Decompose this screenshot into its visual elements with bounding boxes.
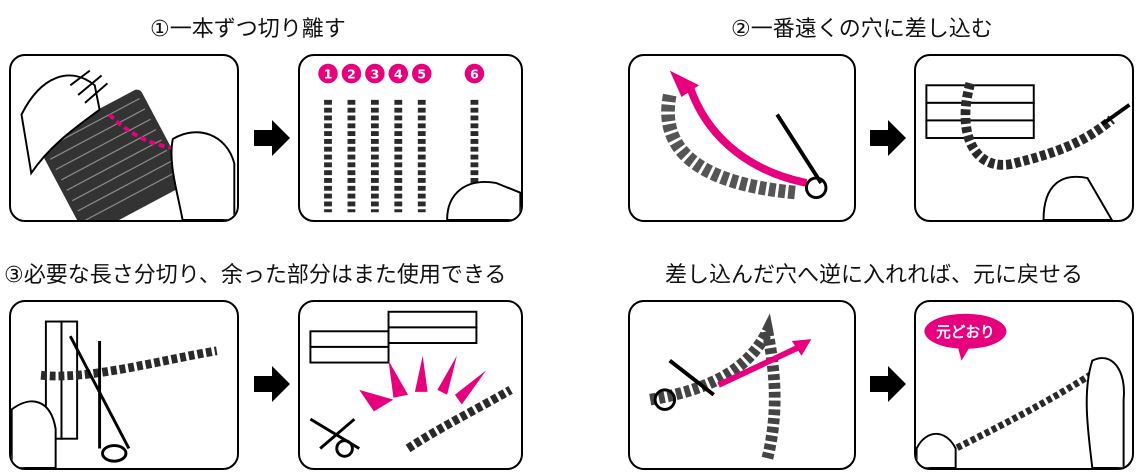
number-badge xyxy=(464,63,485,84)
step-3-panel-a xyxy=(9,300,239,470)
reverse-insert-illustration xyxy=(649,313,812,460)
bubble-text: 元どおり xyxy=(936,324,995,341)
step-4-caption: 差し込んだ穴へ逆に入れれば、元に戻せる xyxy=(665,263,1084,288)
step-1-caption: ①一本ずつ切り離す xyxy=(150,17,346,42)
cutting-chain-illustration xyxy=(20,69,236,220)
arrow-right-icon xyxy=(870,120,906,156)
insert-chain-illustration xyxy=(661,70,828,200)
arrow-right-icon xyxy=(870,366,906,402)
strands-group xyxy=(324,99,479,213)
arrow-right-icon xyxy=(254,120,290,156)
step-2-panel-b xyxy=(914,54,1134,222)
wrapped-bundle-illustration xyxy=(925,81,1131,220)
step-4-panel-b: 元どおり xyxy=(914,300,1134,470)
number-label: 5 xyxy=(417,66,426,81)
step-3-panel-b xyxy=(298,300,523,470)
number-badge xyxy=(388,63,409,84)
number-badge xyxy=(411,63,432,84)
number-badge xyxy=(341,63,362,84)
restored-strand-illustration: 元どおり xyxy=(916,313,1125,468)
number-label: 4 xyxy=(394,66,403,81)
step-1-panel-a xyxy=(9,54,239,222)
number-label: 3 xyxy=(370,66,379,81)
cut-with-scissors-illustration xyxy=(11,320,218,468)
number-badge xyxy=(365,63,385,84)
leftover-reuse-illustration xyxy=(309,310,513,458)
number-badge xyxy=(318,63,338,84)
number-label: 1 xyxy=(324,66,333,81)
step-2-panel-a xyxy=(628,54,856,222)
step-2-caption: ②一番遠くの穴に差し込む xyxy=(731,17,993,42)
step-3-caption: ③必要な長さ分切り、余った部分はまた使用できる xyxy=(4,263,507,288)
arrow-right-icon xyxy=(254,366,290,402)
bubble-callout: 元どおり xyxy=(924,313,1007,361)
number-label: 6 xyxy=(470,66,479,81)
step-4-panel-a xyxy=(628,300,856,470)
number-label: 2 xyxy=(347,66,356,81)
